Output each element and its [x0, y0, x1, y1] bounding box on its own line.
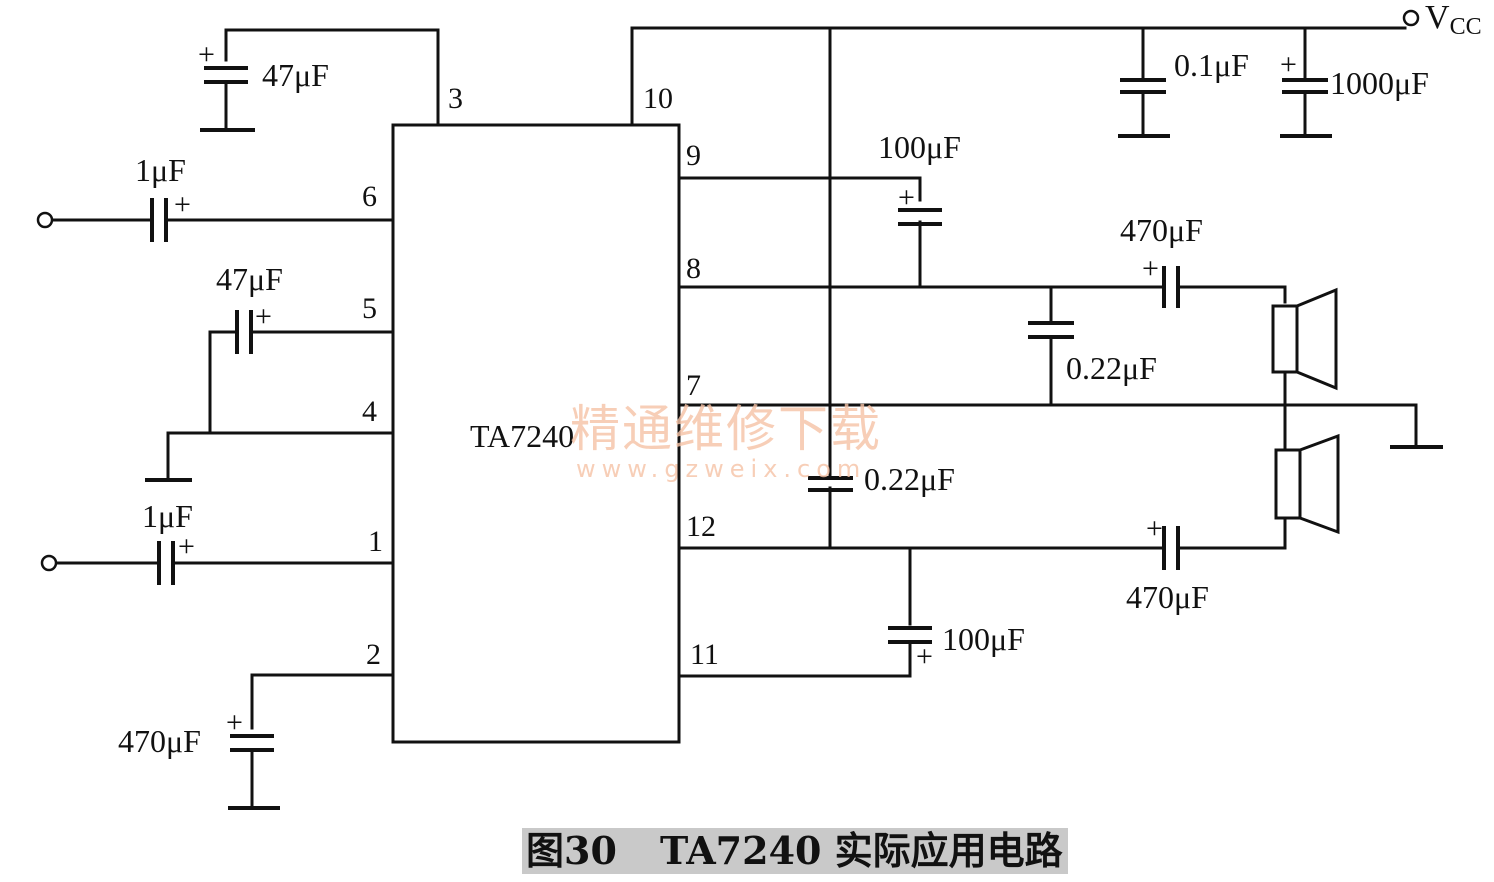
polarity-mark: + — [898, 181, 915, 214]
input-terminal-6 — [36, 211, 54, 229]
capacitor-zobel-upper-label: 0.22μF — [1066, 350, 1157, 386]
polarity-mark: + — [916, 640, 933, 673]
capacitor-decoupling-large-label: 1000μF — [1330, 65, 1429, 101]
capacitor-input-6: + 1μF — [36, 152, 191, 242]
capacitor-pin5-label: 47μF — [216, 261, 283, 297]
pin-1-label: 1 — [368, 525, 383, 558]
capacitor-output-8-label: 470μF — [1120, 212, 1203, 248]
polarity-mark: + — [1142, 252, 1159, 285]
polarity-mark: + — [1146, 512, 1163, 545]
figure-number: 图30 — [526, 828, 617, 873]
capacitor-pin3-label: 47μF — [262, 57, 329, 93]
pin-6-label: 6 — [362, 180, 377, 213]
capacitor-output-12-label: 470μF — [1126, 579, 1209, 615]
pin-11-label: 11 — [690, 638, 719, 671]
capacitor-input-6-label: 1μF — [135, 152, 186, 188]
capacitor-zobel-lower-label: 0.22μF — [864, 461, 955, 497]
polarity-mark: + — [255, 300, 272, 333]
pin-9-label: 9 — [686, 139, 701, 172]
capacitor-input-1-label: 1μF — [142, 498, 193, 534]
capacitor-pin9-label: 100μF — [878, 129, 961, 165]
capacitor-pin2: + 470μF — [118, 706, 280, 810]
vcc-terminal — [1402, 9, 1420, 27]
ic-name-label: TA7240 — [470, 418, 574, 454]
speaker-lower-icon — [1274, 433, 1340, 535]
capacitor-pin9: + 100μF — [878, 129, 961, 226]
capacitor-decoupling-small: 0.1μF — [1118, 47, 1249, 138]
pin-10-label: 10 — [643, 82, 673, 115]
pin-7-label: 7 — [686, 369, 701, 402]
capacitor-zobel-upper: 0.22μF — [1028, 321, 1157, 386]
pin-12-label: 12 — [686, 510, 716, 543]
pin-5-label: 5 — [362, 292, 377, 325]
capacitor-input-1: + 1μF — [40, 498, 195, 585]
capacitor-pin11: + 100μF — [888, 621, 1025, 673]
capacitor-pin3: + 47μF — [198, 38, 329, 132]
polarity-mark: + — [1280, 48, 1297, 81]
pin-4-label: 4 — [362, 395, 377, 428]
speaker-upper-icon — [1271, 287, 1338, 391]
pin-2-label: 2 — [366, 638, 381, 671]
capacitor-decoupling-small-label: 0.1μF — [1174, 47, 1249, 83]
polarity-mark: + — [198, 38, 215, 71]
polarity-mark: + — [226, 706, 243, 739]
wiring — [50, 26, 1418, 810]
vcc-label: VCC — [1425, 0, 1482, 40]
capacitor-pin5: + 47μF — [216, 261, 283, 354]
capacitor-pin11-label: 100μF — [942, 621, 1025, 657]
figure-title: TA7240 实际应用电路 — [660, 828, 1064, 873]
pin-8-label: 8 — [686, 252, 701, 285]
capacitor-zobel-lower: 0.22μF — [808, 461, 955, 497]
pin-3-label: 3 — [448, 82, 463, 115]
caption-background — [522, 828, 1068, 874]
capacitor-pin2-label: 470μF — [118, 723, 201, 759]
capacitor-output-12: + 470μF — [1126, 512, 1209, 615]
polarity-mark: + — [174, 188, 191, 221]
input-terminal-1 — [40, 554, 58, 572]
pin-numbers: 3 10 6 5 4 1 2 9 8 7 12 11 — [362, 82, 719, 671]
polarity-mark: + — [178, 530, 195, 563]
watermark-url: www.gzweix.com — [576, 455, 866, 483]
capacitor-output-8: + 470μF — [1120, 212, 1203, 308]
watermark-text: 精通维修下载 — [570, 400, 882, 458]
ic-ta7240-body — [391, 123, 681, 744]
capacitor-decoupling-large: + 1000μF — [1280, 48, 1429, 138]
